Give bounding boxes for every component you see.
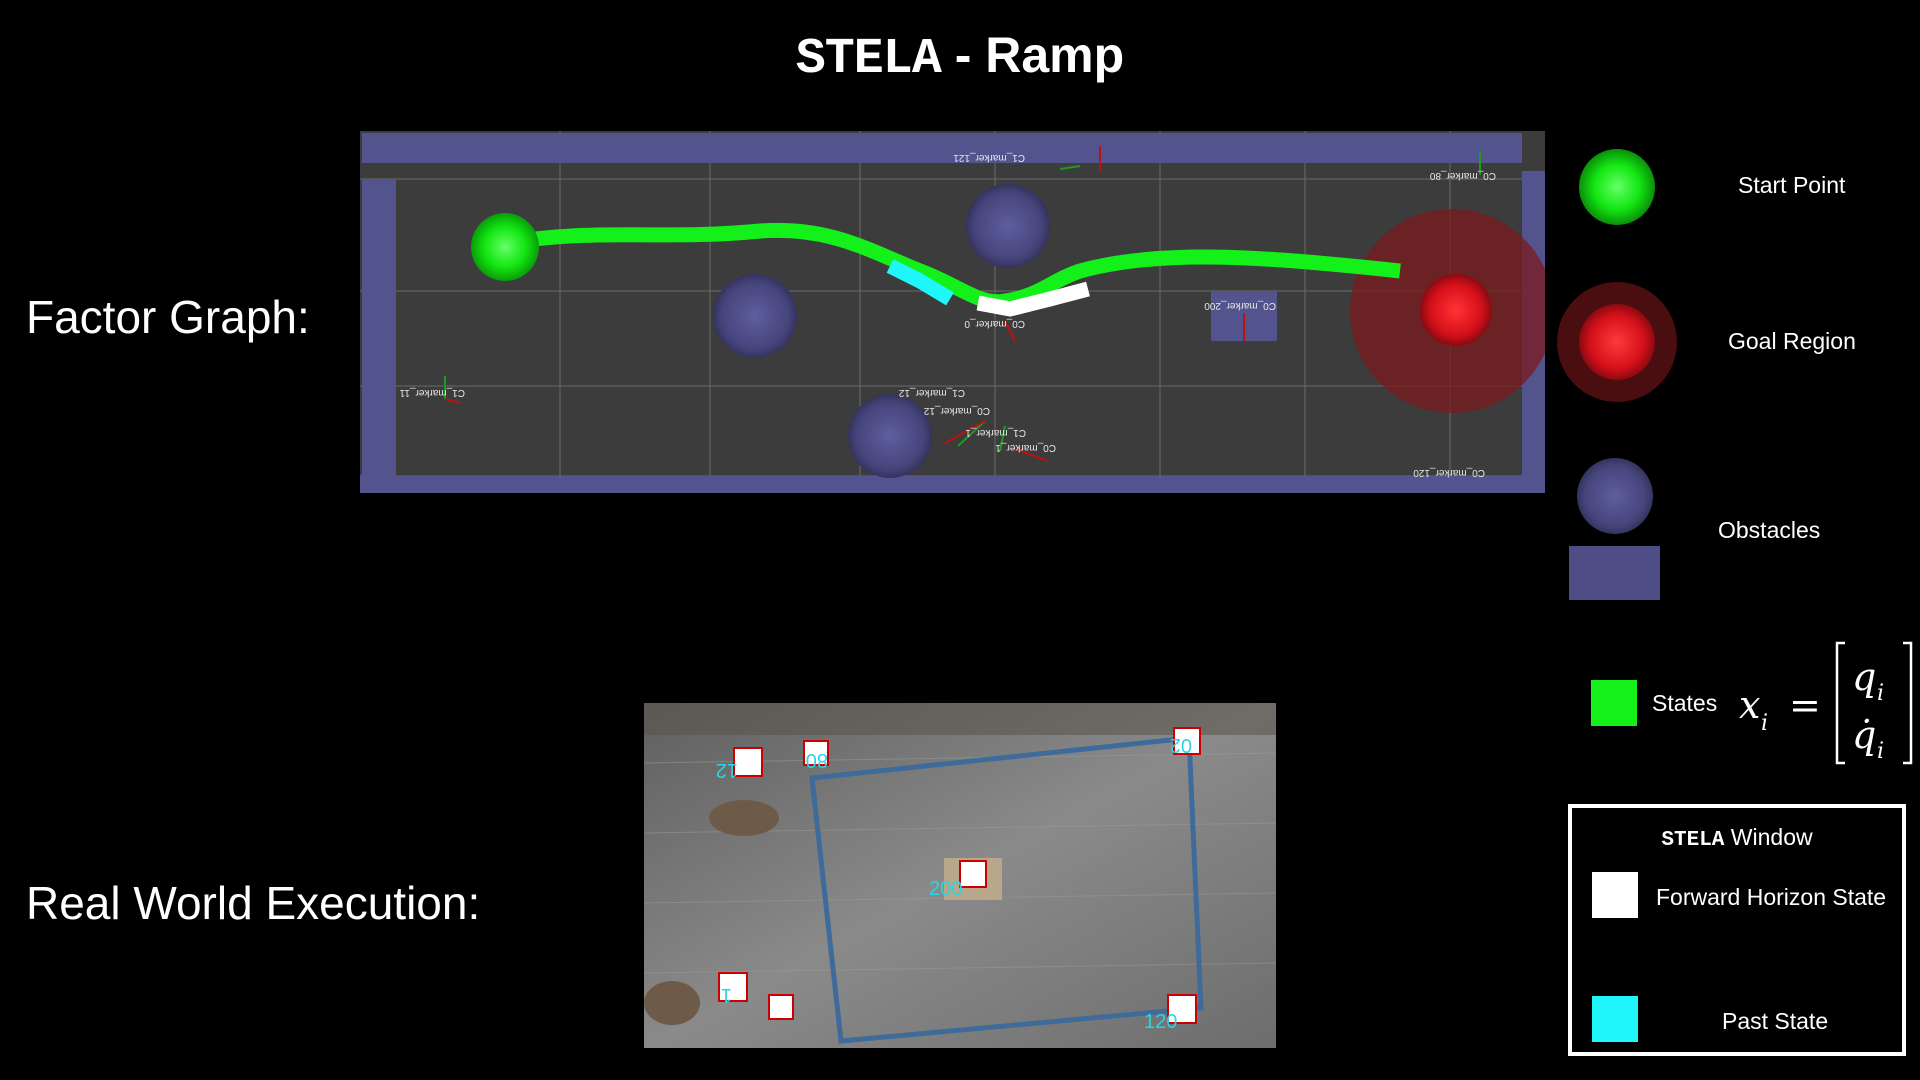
forward-horizon-states [976, 281, 1090, 317]
aruco-markers [718, 727, 1201, 1024]
legend-goal-label: Goal Region [1728, 328, 1856, 354]
marker-label: C0_marker_1 [995, 442, 1056, 453]
title-prefix: STELA [795, 31, 942, 88]
marker-label: C1_marker_11 [399, 387, 465, 398]
formula-sub: i [1761, 711, 1768, 736]
goal-point [1420, 274, 1492, 346]
past-state-label: Past State [1722, 1008, 1829, 1034]
marker-label: C0_marker_200 [1204, 300, 1276, 311]
legend-obstacle-box-icon [1569, 546, 1660, 600]
tag-label: 1 [721, 984, 732, 1006]
rock [709, 800, 779, 836]
formula-bottom-sub: i [1877, 739, 1884, 764]
marker-label: C0_marker_0 [964, 318, 1025, 329]
legend-start-label: Start Point [1738, 172, 1846, 198]
obstacle-circle [713, 274, 797, 358]
svg-text:=: = [1789, 683, 1821, 727]
marker-label: C1_marker_12 [898, 387, 965, 398]
factor-graph-view: C1_marker_121 C0_marker_80 C0_marker_200… [360, 131, 1545, 493]
forward-state-label: Forward Horizon State [1656, 884, 1887, 910]
marker-label: C1_marker_1 [965, 427, 1026, 438]
state-formula: x i = q i q̇ i [1739, 641, 1913, 765]
wall-edge [644, 703, 1276, 735]
stela-window-legend: STELA Window Forward Horizon State Past … [1568, 804, 1906, 1056]
real-world-view: 12 80 02 200 1 120 [644, 703, 1276, 1048]
tag-label: 200 [929, 878, 962, 900]
window-title-mono: STELA [1661, 829, 1725, 852]
marker-axes [444, 146, 1481, 462]
legend-start-icon [1579, 149, 1655, 225]
formula-top: q [1852, 655, 1876, 699]
past-states [886, 259, 954, 306]
legend-obstacles-label: Obstacles [1718, 517, 1821, 543]
trajectory-states [488, 222, 1401, 310]
tag-label: 12 [716, 759, 738, 781]
obstacle-circle [848, 394, 932, 478]
marker-label: C0_marker_12 [923, 405, 990, 416]
formula-top-sub: i [1877, 681, 1884, 706]
legend-states-label: States [1652, 690, 1718, 716]
window-title-rest: Window [1724, 824, 1813, 850]
formula-bottom: q̇ [1852, 713, 1876, 757]
arena-boundary [809, 735, 1204, 1044]
marker-label: C0_marker_120 [1413, 467, 1485, 478]
rock [644, 981, 700, 1025]
tag-label: 02 [1170, 734, 1192, 756]
legend-obstacle-circle-icon [1577, 458, 1653, 534]
marker-label: C1_marker_121 [953, 152, 1025, 163]
legend-goal-icon [1557, 282, 1677, 402]
formula-lhs: x [1739, 683, 1760, 727]
tag-label: 80 [806, 749, 828, 771]
start-point [471, 213, 539, 281]
window-title: STELA Window [1572, 824, 1902, 852]
forward-state-swatch [1592, 872, 1638, 918]
obstacle-circle [966, 184, 1050, 268]
page-title: STELA - Ramp [0, 26, 1920, 88]
real-world-label: Real World Execution: [26, 877, 481, 929]
title-suffix: - Ramp [940, 27, 1125, 83]
past-state-swatch [1592, 996, 1638, 1042]
tag-label: 120 [1144, 1011, 1177, 1033]
marker-label: C0_marker_80 [1429, 170, 1496, 181]
legend-states-swatch [1591, 680, 1637, 726]
factor-graph-label: Factor Graph: [26, 291, 310, 343]
